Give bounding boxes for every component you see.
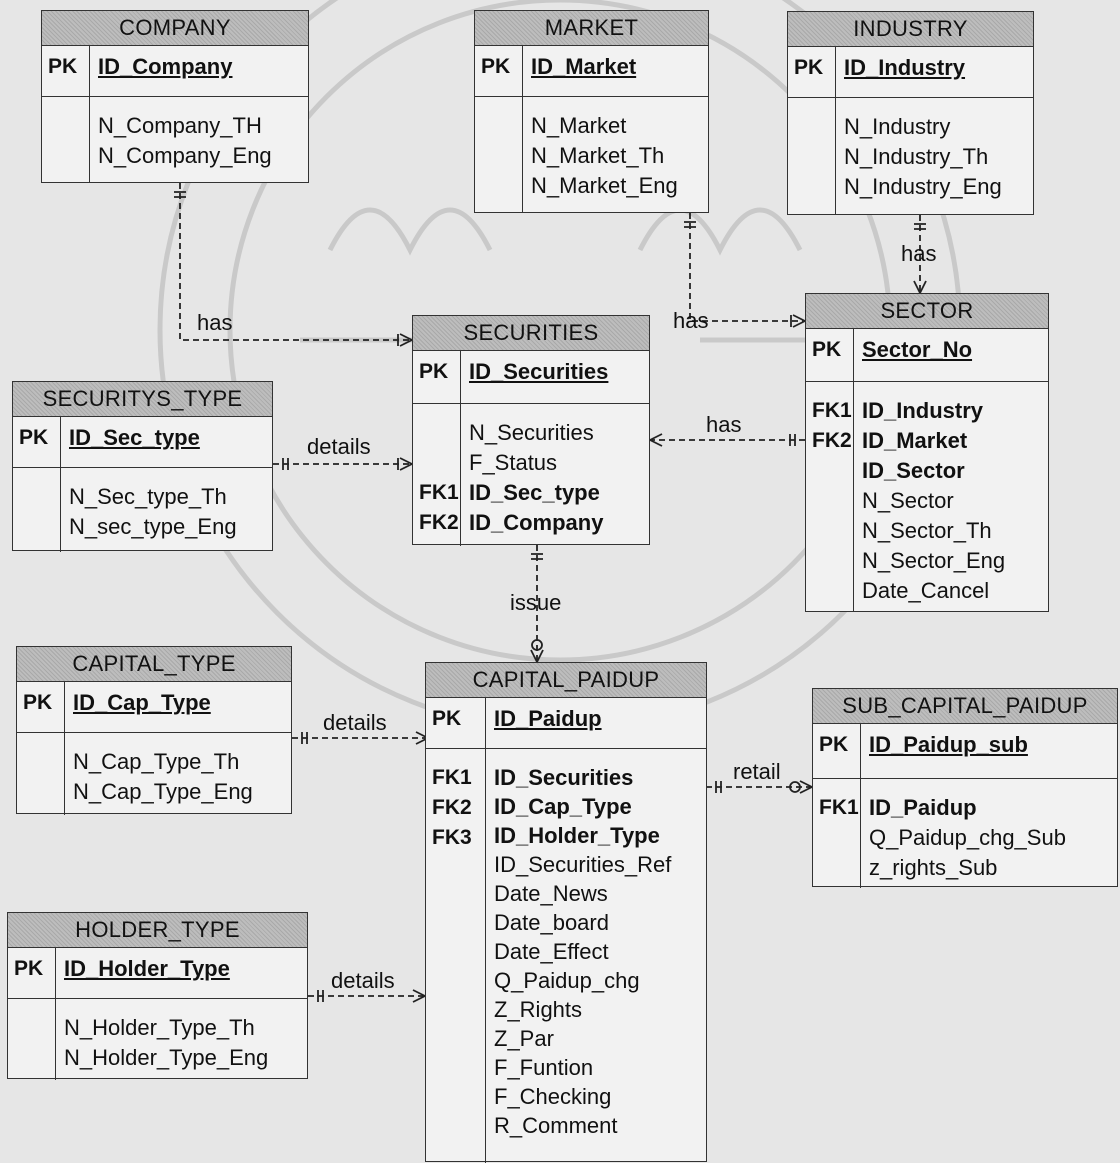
rel-label-issue: issue: [510, 590, 562, 615]
entity-title: HOLDER_TYPE: [8, 913, 307, 948]
attribute: Date_Effect: [494, 939, 609, 964]
attribute: Date_board: [494, 910, 609, 935]
attribute: N_Holder_Type_Th: [64, 1015, 255, 1040]
attribute: N_Market: [531, 113, 627, 138]
rel-label-has: has: [706, 412, 742, 437]
attribute: ID_Holder_Type: [494, 823, 660, 848]
entity-title: INDUSTRY: [788, 12, 1033, 47]
attribute: ID_Cap_Type: [494, 794, 632, 819]
attribute: N_Cap_Type_Th: [73, 749, 240, 774]
attribute: Q_Paidup_chg_Sub: [869, 825, 1066, 850]
rel-label-details: details: [331, 968, 395, 993]
attribute: Date_Cancel: [862, 578, 990, 603]
rel-label-has: has: [901, 241, 937, 266]
attribute: N_Industry_Eng: [844, 174, 1002, 199]
attribute: ID_Securities_Ref: [494, 852, 672, 877]
attribute: Q_Paidup_chg: [494, 968, 640, 993]
attribute: z_rights_Sub: [869, 855, 998, 880]
attribute: Z_Rights: [494, 997, 583, 1022]
pk-field: ID_Holder_Type: [64, 956, 230, 981]
attribute: ID_Paidup: [869, 795, 977, 820]
rel-company-securities: [179, 183, 412, 341]
rel-label-has: has: [197, 310, 233, 335]
attribute: ID_Sec_type: [469, 480, 600, 505]
attribute: ID_Company: [469, 510, 604, 535]
attribute: ID_Securities: [494, 765, 634, 790]
rel-label-has: has: [673, 308, 709, 333]
attribute: N_Company_TH: [98, 113, 262, 138]
entity-title: SUB_CAPITAL_PAIDUP: [813, 689, 1117, 724]
rel-market-sector: [689, 213, 805, 322]
pk-field: ID_Paidup_sub: [869, 732, 1028, 757]
entity-title: CAPITAL_TYPE: [17, 647, 291, 682]
entity-title: MARKET: [475, 11, 708, 46]
rel-label-details: details: [323, 710, 387, 735]
rel-label-retail: retail: [733, 759, 781, 784]
pk-field: ID_Industry: [844, 55, 966, 80]
attribute: N_Industry_Th: [844, 144, 989, 169]
attribute: N_Company_Eng: [98, 143, 272, 168]
attribute: ID_Market: [862, 428, 968, 453]
pk-field: ID_Market: [531, 54, 637, 79]
entity-title: CAPITAL_PAIDUP: [426, 663, 706, 698]
attribute: N_Market_Th: [531, 143, 665, 168]
entity-title: SECURITYS_TYPE: [13, 382, 272, 417]
entity-title: COMPANY: [42, 11, 308, 46]
attribute: N_Sector_Eng: [862, 548, 1006, 573]
attribute: N_Sector: [862, 488, 954, 513]
attribute: R_Comment: [494, 1113, 618, 1138]
attribute: N_Industry: [844, 114, 951, 139]
attribute: N_Cap_Type_Eng: [73, 779, 253, 804]
attribute: F_Status: [469, 450, 558, 475]
attribute: F_Funtion: [494, 1055, 594, 1080]
pk-field: Sector_No: [862, 337, 973, 362]
pk-field: ID_Cap_Type: [73, 690, 211, 715]
rel-label-details: details: [307, 434, 371, 459]
pk-field: ID_Company: [98, 54, 233, 79]
attribute: ID_Industry: [862, 398, 984, 423]
pk-field: ID_Securities: [469, 359, 609, 384]
attribute: N_Holder_Type_Eng: [64, 1045, 269, 1070]
entity-title: SECURITIES: [413, 316, 649, 351]
attribute: N_Market_Eng: [531, 173, 678, 198]
attribute: N_Securities: [469, 420, 594, 445]
pk-field: ID_Paidup: [494, 706, 602, 731]
attribute: N_Sector_Th: [862, 518, 992, 543]
attribute: F_Checking: [494, 1084, 612, 1109]
attribute: N_sec_type_Eng: [69, 514, 237, 539]
entity-title: SECTOR: [806, 294, 1048, 329]
attribute: Date_News: [494, 881, 608, 906]
attribute: ID_Sector: [862, 458, 965, 483]
attribute: Z_Par: [494, 1026, 554, 1051]
pk-field: ID_Sec_type: [69, 425, 200, 450]
attribute: N_Sec_type_Th: [69, 484, 227, 509]
